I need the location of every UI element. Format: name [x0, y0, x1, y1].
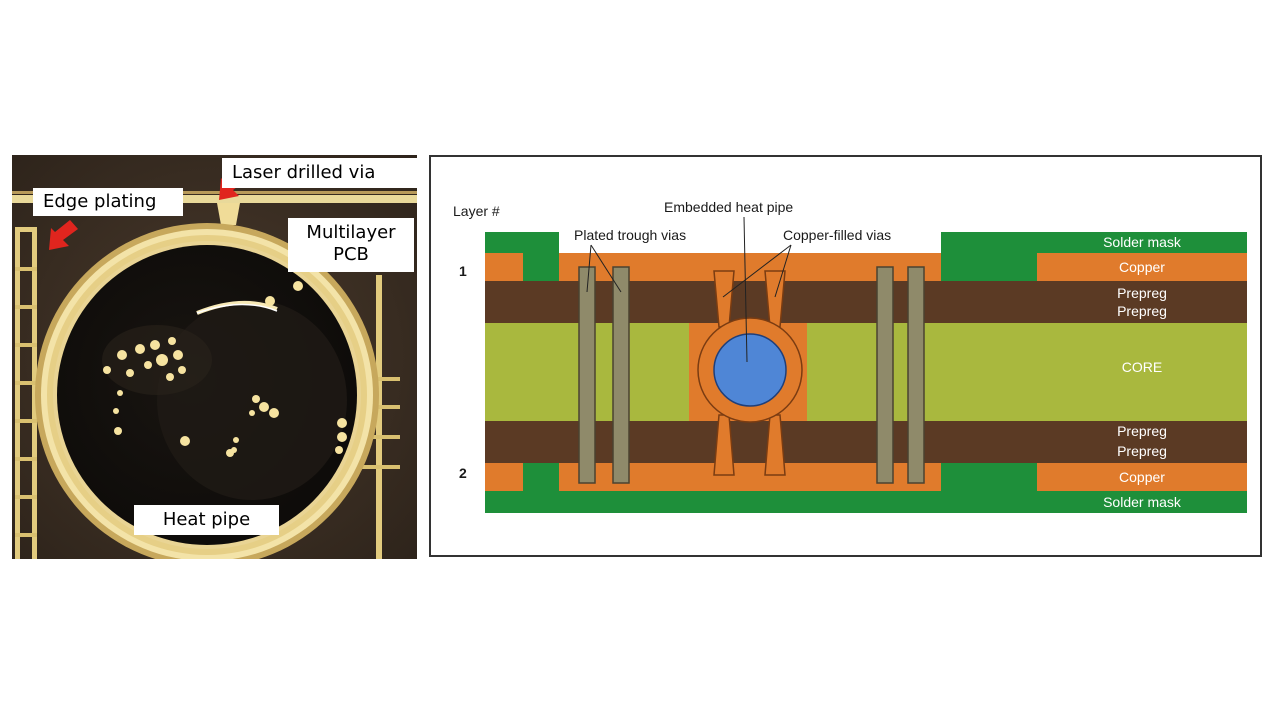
- edge-plating-arrow: [49, 220, 78, 250]
- laser-drilled-via-text: Laser drilled via: [232, 162, 376, 183]
- embedded-heat-pipe-core: [713, 333, 787, 407]
- layer-header-label: Layer #: [453, 203, 500, 219]
- heat-pipe-text: Heat pipe: [162, 509, 251, 530]
- condensate-droplets: [103, 281, 347, 457]
- prepreg-3-label: Prepreg: [1117, 423, 1167, 439]
- copper-top-label: Copper: [1119, 259, 1165, 275]
- core-label: CORE: [1121, 359, 1163, 375]
- multilayer-pcb-label: Multilayer PCB: [288, 218, 414, 272]
- heat-pipe-label: Heat pipe: [134, 505, 279, 535]
- stackup-drawing: [485, 216, 1247, 513]
- copper-filled-vias-label: Copper-filled vias: [783, 227, 892, 243]
- edge-plating-text: Edge plating: [43, 191, 157, 212]
- prepreg-4-label: Prepreg: [1117, 443, 1167, 459]
- layer-1-number: 1: [459, 263, 467, 279]
- micrograph-photo: Laser drilled via Edge plating Multilaye…: [12, 155, 424, 567]
- embedded-heat-pipe-label: Embedded heat pipe: [664, 199, 794, 215]
- copper-bottom-label: Copper: [1119, 469, 1165, 485]
- stackup-schematic: Layer # 1 2 Plated trough vias Embedded …: [429, 155, 1262, 557]
- prepreg-2-label: Prepreg: [1117, 303, 1167, 319]
- solder-mask-top-label: Solder mask: [1103, 234, 1181, 250]
- layer-2-number: 2: [459, 465, 467, 481]
- prepreg-1-label: Prepreg: [1117, 285, 1167, 301]
- pcb-text: PCB: [333, 244, 369, 265]
- solder-mask-bottom-label: Solder mask: [1103, 494, 1181, 510]
- multilayer-text: Multilayer: [306, 222, 396, 243]
- laser-drilled-via-label: Laser drilled via: [222, 158, 424, 188]
- edge-plating-label: Edge plating: [33, 188, 183, 216]
- plated-through-vias-label: Plated trough vias: [574, 227, 687, 243]
